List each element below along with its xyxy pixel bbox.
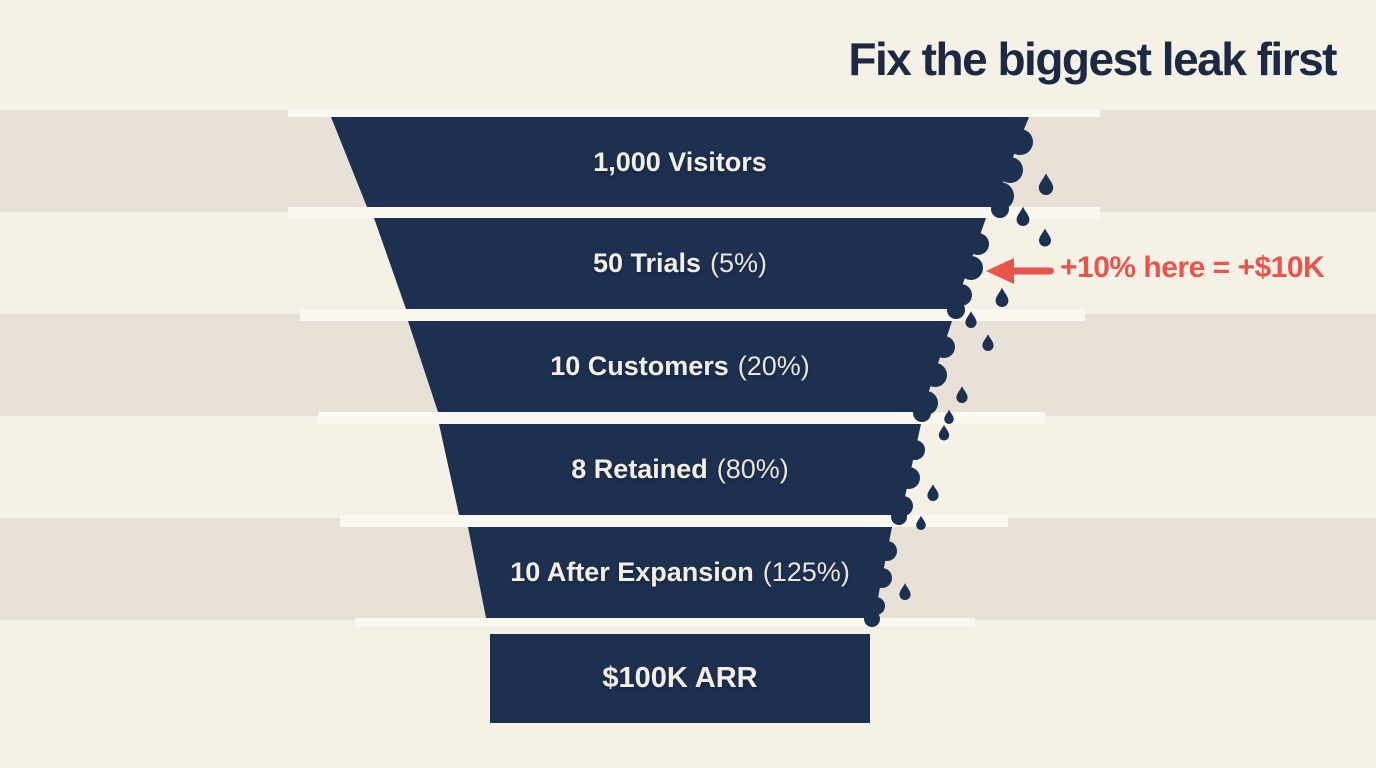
droplet-icon <box>956 386 968 403</box>
stage-separator <box>288 110 1100 117</box>
stage-separator <box>355 618 975 627</box>
stage-pct-text: (5%) <box>710 248 768 278</box>
stage-separator <box>288 207 1100 218</box>
stage-separators <box>288 110 1100 627</box>
stage-separator <box>318 412 1045 424</box>
stage-separator <box>300 309 1085 321</box>
left-arrow-icon <box>986 258 1054 284</box>
stage-value-text: 1,000 Visitors <box>593 147 767 177</box>
funnel-stage-6-shape <box>490 634 870 723</box>
funnel-stage-2-label: 50 Trials (5%) <box>330 243 1030 283</box>
droplet-icon <box>944 409 954 424</box>
chart-title: Fix the biggest leak first <box>848 33 1337 85</box>
stage-value-text: 10 After Expansion <box>510 557 754 587</box>
stage-value-text: 8 Retained <box>571 454 708 484</box>
funnel-stage-5-label: 10 After Expansion (125%) <box>330 552 1030 592</box>
funnel-stage-2-shape <box>374 218 989 319</box>
funnel-stage-4-label: 8 Retained (80%) <box>330 449 1030 489</box>
stage-pct-text: (125%) <box>762 557 850 587</box>
funnel-stage-1-label: 1,000 Visitors <box>330 142 1030 182</box>
funnel-stage-4-shape <box>439 424 925 525</box>
stage-pct-text: (20%) <box>737 351 810 381</box>
funnel-stage-3-shape <box>408 321 955 422</box>
funnel-stage-6-label: $100K ARR <box>330 658 1030 698</box>
stage-separator <box>340 515 1008 527</box>
stage-value-text: 50 Trials <box>592 248 702 278</box>
stage-value-text: $100K ARR <box>602 662 758 694</box>
leak-annotation: +10% here = +$10K <box>1060 251 1325 284</box>
funnel-stage-5-shape <box>468 527 897 627</box>
droplet-icon <box>938 424 950 441</box>
droplet-icon <box>995 287 1009 307</box>
stage-pct-text: (80%) <box>716 454 789 484</box>
droplet-icon <box>1039 228 1051 247</box>
droplet-icon <box>1038 173 1054 195</box>
funnel-stage-3-label: 10 Customers (20%) <box>330 346 1030 386</box>
stage-value-text: 10 Customers <box>550 351 729 381</box>
